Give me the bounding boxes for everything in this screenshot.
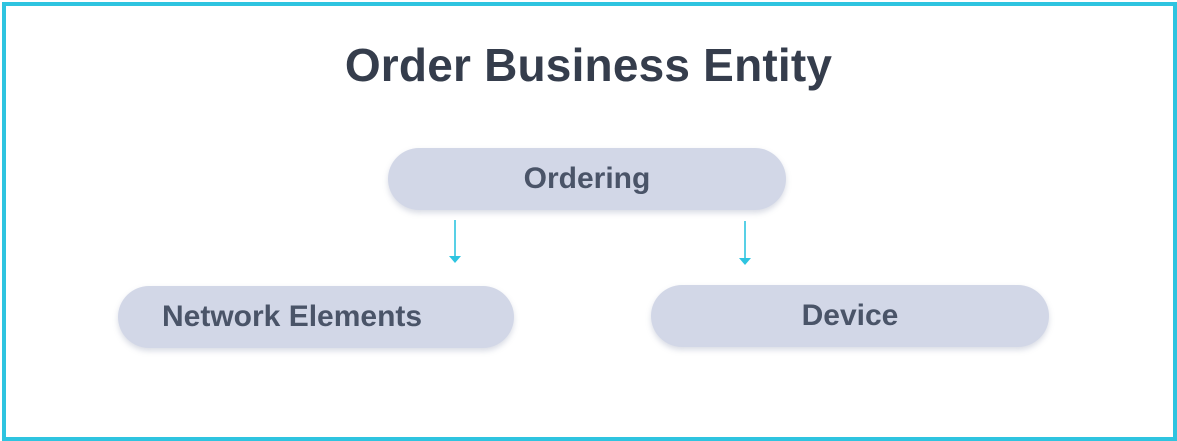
node-ordering-label: Ordering: [523, 162, 651, 195]
node-device-label: Device: [801, 299, 899, 332]
node-device: Device: [651, 285, 1049, 347]
node-ordering: Ordering: [388, 148, 786, 210]
diagram-title: Order Business Entity: [344, 39, 833, 91]
node-network-elements: Network Elements: [118, 286, 514, 348]
node-network-elements-label: Network Elements: [162, 300, 423, 333]
